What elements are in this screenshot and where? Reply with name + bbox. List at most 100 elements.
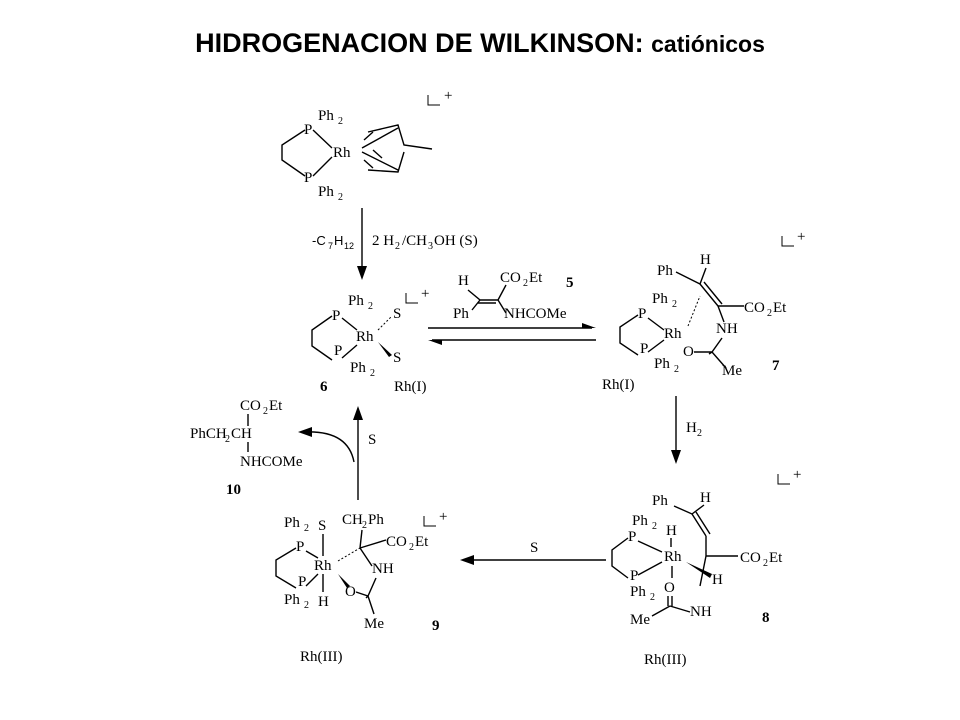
compound-6: P P Ph 2 Ph 2 Rh S S + 6 Rh(I) [311, 286, 429, 395]
atom-p: P [630, 568, 638, 584]
subscript: 2 [338, 116, 343, 127]
subscript: 2 [395, 241, 400, 252]
title-main: HIDROGENACION DE WILKINSON: [195, 28, 644, 58]
ester-label: CO [240, 398, 261, 414]
leaving-group-h: H [334, 233, 343, 248]
subscript: 2 [767, 308, 772, 319]
subscript: 2 [672, 299, 677, 310]
subscript: 2 [370, 368, 375, 379]
solvent-s: S [393, 306, 401, 322]
atom-p: P [298, 574, 306, 590]
atom-h: H [700, 490, 711, 506]
charge: + [793, 467, 801, 483]
charge: + [797, 229, 805, 245]
subscript: 2 [304, 600, 309, 611]
product-chain: CH [231, 426, 252, 442]
compound-number-9: 9 [432, 618, 440, 634]
precatalyst-structure: P P Ph 2 Ph 2 Rh + [281, 88, 452, 203]
subscript: 2 [650, 592, 655, 603]
ester-label: CO [386, 534, 407, 550]
substrate-5: H Ph CO 2 Et NHCOMe 5 [453, 270, 574, 322]
amide-label: NHCOMe [504, 306, 567, 322]
methyl: Me [722, 363, 742, 379]
reagent: 2 H [372, 233, 394, 249]
atom-o: O [345, 584, 356, 600]
arrow-h2-addition: H 2 [671, 396, 702, 464]
ph-label: Ph [632, 513, 648, 529]
ph-label: Ph [652, 291, 668, 307]
ester-label: Et [773, 300, 787, 316]
product-10: CO 2 Et PhCH 2 CH NHCOMe 10 [190, 398, 303, 498]
subscript: 2 [697, 428, 702, 439]
ph-label: Ph [350, 360, 366, 376]
ph-label: Ph [348, 293, 364, 309]
atom-h: H [458, 273, 469, 289]
subscript: 2 [652, 521, 657, 532]
solvent-label: S [368, 432, 376, 448]
atom-h: H [318, 594, 329, 610]
atom-o: O [664, 580, 675, 596]
solvent-s: S [318, 518, 326, 534]
atom-h: H [666, 523, 677, 539]
solvent-label: S [530, 540, 538, 556]
atom-h: H [712, 572, 723, 588]
subscript: 2 [368, 301, 373, 312]
atom-p: P [638, 306, 646, 322]
atom-p: P [640, 341, 648, 357]
charge: + [421, 286, 429, 302]
ester-label: Et [529, 270, 543, 286]
compound-number-10: 10 [226, 482, 241, 498]
subscript: 2 [523, 278, 528, 289]
atom-rh: Rh [356, 329, 374, 345]
compound-8: P P Ph 2 Ph 2 Rh H Ph H H CO 2 Et O NH M… [611, 467, 801, 668]
arrow-solvent-step: S [460, 540, 606, 565]
subscript: 7 [328, 241, 333, 251]
solvent-s: S [393, 350, 401, 366]
compound-number-7: 7 [772, 358, 780, 374]
ph-label: Ph [284, 515, 300, 531]
ph-label: Ph [630, 584, 646, 600]
oxidation-state: Rh(III) [644, 652, 686, 668]
compound-9: P P Ph 2 Ph 2 Rh S H CH 2 Ph CO 2 Et NH … [275, 509, 447, 665]
atom-p: P [296, 539, 304, 555]
subscript: 2 [263, 406, 268, 417]
amide-nh: NH [372, 561, 394, 577]
ester-label: CO [740, 550, 761, 566]
compound-number-5: 5 [566, 275, 574, 291]
amide-label: NHCOMe [240, 454, 303, 470]
atom-rh: Rh [314, 558, 332, 574]
ester-label: CO [744, 300, 765, 316]
reagent-h2: H [686, 420, 697, 436]
page-title: HIDROGENACION DE WILKINSON: catiónicos [0, 28, 960, 59]
ph-label: Ph [453, 306, 469, 322]
atom-p: P [304, 170, 312, 186]
compound-number-6: 6 [320, 379, 328, 395]
ph-label: Ph [652, 493, 668, 509]
oxidation-state: Rh(I) [602, 377, 635, 393]
ph-label: Ph [318, 184, 334, 200]
atom-h: H [700, 252, 711, 268]
atom-rh: Rh [664, 326, 682, 342]
ester-label: Et [269, 398, 283, 414]
methyl: Me [364, 616, 384, 632]
benzyl-label: CH [342, 512, 363, 528]
subscript: 3 [428, 241, 433, 252]
compound-number-8: 8 [762, 610, 770, 626]
charge: + [439, 509, 447, 525]
ph-label: Ph [284, 592, 300, 608]
ph-label: Ph [654, 356, 670, 372]
subscript: 2 [763, 558, 768, 569]
oxidation-state: Rh(I) [394, 379, 427, 395]
atom-p: P [628, 529, 636, 545]
ph-label: Ph [657, 263, 673, 279]
equilibrium-arrows [428, 323, 596, 345]
ester-label: CO [500, 270, 521, 286]
subscript: 12 [344, 241, 354, 251]
title-sub: catiónicos [651, 31, 765, 57]
atom-p: P [334, 343, 342, 359]
subscript: 2 [409, 542, 414, 553]
arrow-step-1: -C 7 H 12 2 H 2 /CH 3 OH (S) [312, 208, 478, 280]
leaving-group: -C [312, 233, 326, 248]
